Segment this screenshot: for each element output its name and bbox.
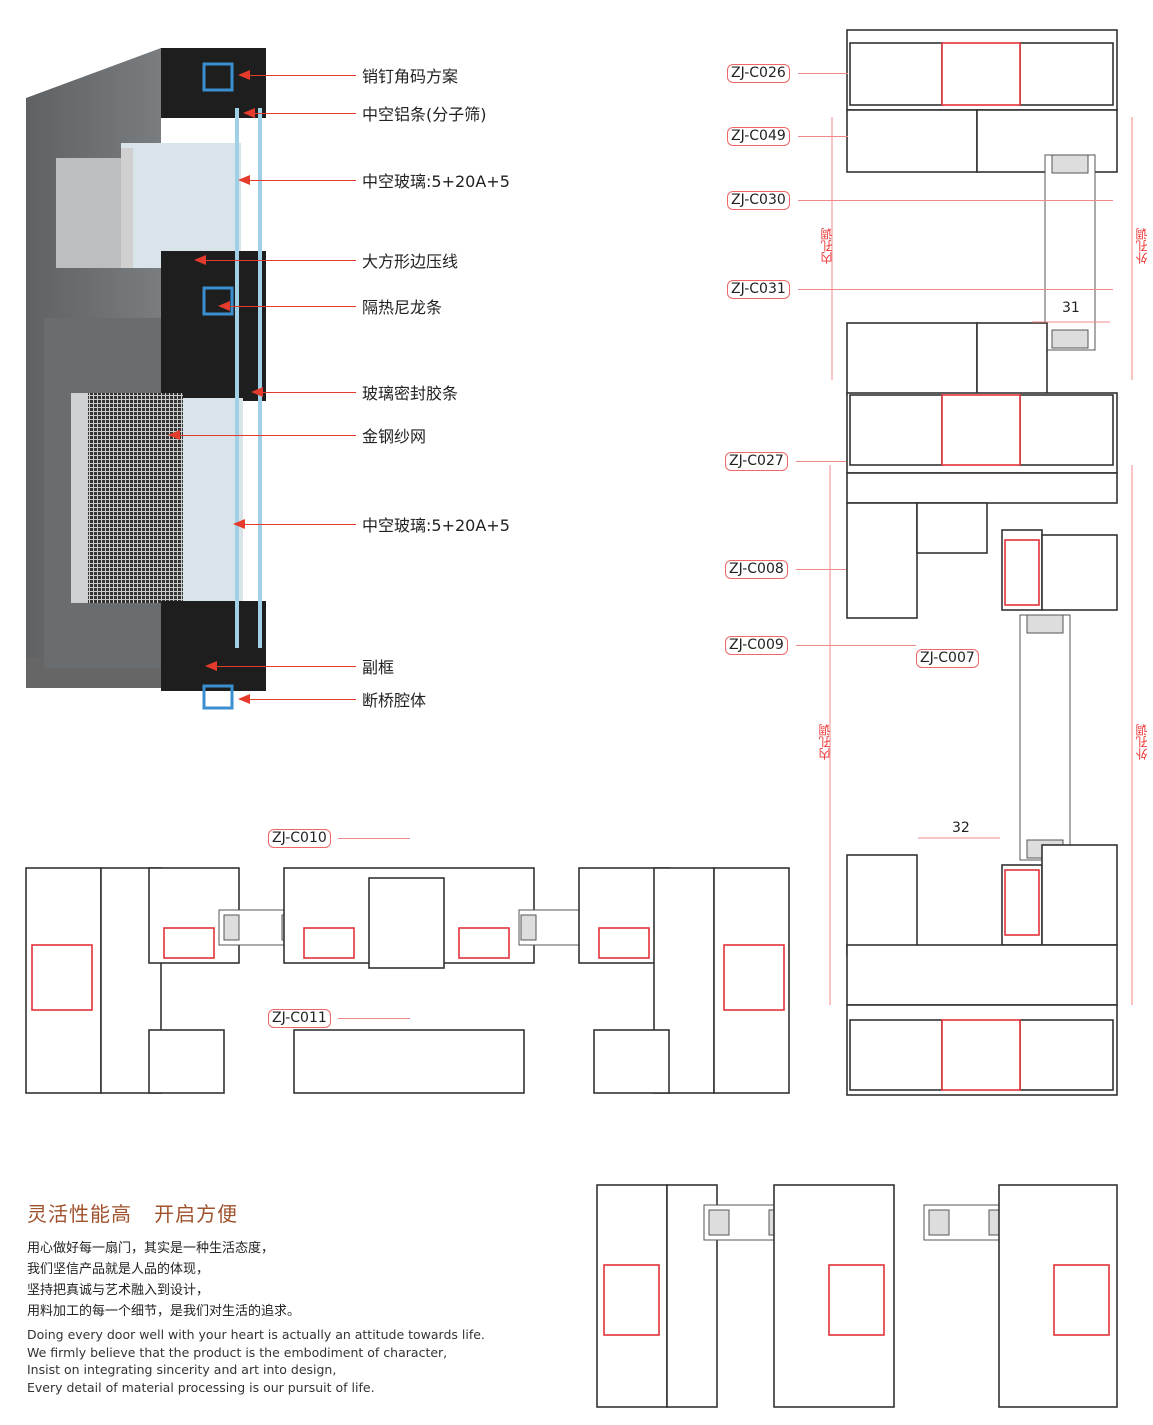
vertical-section-drawing (829, 29, 1133, 1096)
part-code-label: ZJ-C030 (727, 191, 790, 210)
english-description: Doing every door well with your heart is… (27, 1326, 485, 1396)
callout-label: 玻璃密封胶条 (362, 384, 459, 403)
callout-arrow (251, 387, 356, 397)
leader-line (798, 200, 1113, 201)
callout-arrow (238, 175, 356, 185)
callout-arrow (238, 70, 356, 80)
callout-arrow (168, 430, 356, 440)
callout-label: 金钢纱网 (362, 427, 427, 446)
en-line: Doing every door well with your heart is… (27, 1327, 485, 1342)
cn-line: 坚持把真诚与艺术融入到设计， (27, 1283, 210, 1298)
callout-arrow (218, 301, 356, 311)
dimension-32: 32 (952, 820, 970, 836)
outer-label: 外孔调 (1135, 228, 1149, 264)
inner-label: 内孔调 (818, 724, 832, 760)
callout-arrow (243, 108, 356, 118)
part-code-label: ZJ-C009 (725, 636, 788, 655)
leader-line (798, 289, 1113, 290)
cn-line: 我们坚信产品就是人品的体现， (27, 1262, 210, 1277)
callout-label: 断桥腔体 (362, 691, 427, 710)
en-line: Every detail of material processing is o… (27, 1379, 375, 1395)
leader-line (796, 569, 846, 570)
dimension-31: 31 (1062, 300, 1080, 316)
window-cutaway-illustration (26, 48, 271, 718)
part-code-label: ZJ-C049 (727, 127, 790, 146)
leader-line (796, 461, 846, 462)
sliding-section-drawing (596, 1184, 1118, 1408)
callout-label: 中空铝条(分子筛) (362, 105, 487, 124)
callout-arrow (205, 661, 356, 671)
leader-line (798, 136, 848, 137)
part-code-label: ZJ-C011 (268, 1009, 331, 1028)
part-code-label: ZJ-C031 (727, 280, 790, 299)
callout-label: 中空玻璃:5+20A+5 (362, 172, 510, 191)
cn-line: 用料加工的每一个细节，是我们对生活的追求。 (27, 1304, 301, 1319)
callout-arrow (233, 519, 356, 529)
leader-line (338, 838, 410, 839)
part-code-label: ZJ-C008 (725, 560, 788, 579)
callout-label: 副框 (362, 658, 395, 677)
leader-line (798, 73, 848, 74)
section-heading: 灵活性能高 开启方便 (27, 1202, 239, 1226)
en-line: Insist on integrating sincerity and art … (27, 1362, 337, 1377)
outer-label: 外孔调 (1135, 724, 1149, 760)
part-code-label: ZJ-C007 (916, 649, 979, 668)
leader-line (796, 645, 916, 646)
callout-label: 隔热尼龙条 (362, 298, 443, 317)
part-code-label: ZJ-C027 (725, 452, 788, 471)
part-code-label: ZJ-C010 (268, 829, 331, 848)
en-line: We firmly believe that the product is th… (27, 1344, 448, 1360)
chinese-description: 用心做好每一扇门，其实是一种生活态度， 我们坚信产品就是人品的体现， 坚持把真诚… (27, 1238, 300, 1322)
part-code-label: ZJ-C026 (727, 64, 790, 83)
callout-arrow (238, 694, 356, 704)
inner-label: 内孔调 (820, 228, 834, 264)
callout-label: 大方形边压线 (362, 252, 459, 271)
callout-arrow (194, 255, 356, 265)
callout-label: 销钉角码方案 (362, 67, 459, 86)
cn-line: 用心做好每一扇门，其实是一种生活态度， (27, 1241, 275, 1256)
horizontal-section-drawing (25, 867, 790, 1094)
callout-label: 中空玻璃:5+20A+5 (362, 516, 510, 535)
leader-line (338, 1018, 410, 1019)
